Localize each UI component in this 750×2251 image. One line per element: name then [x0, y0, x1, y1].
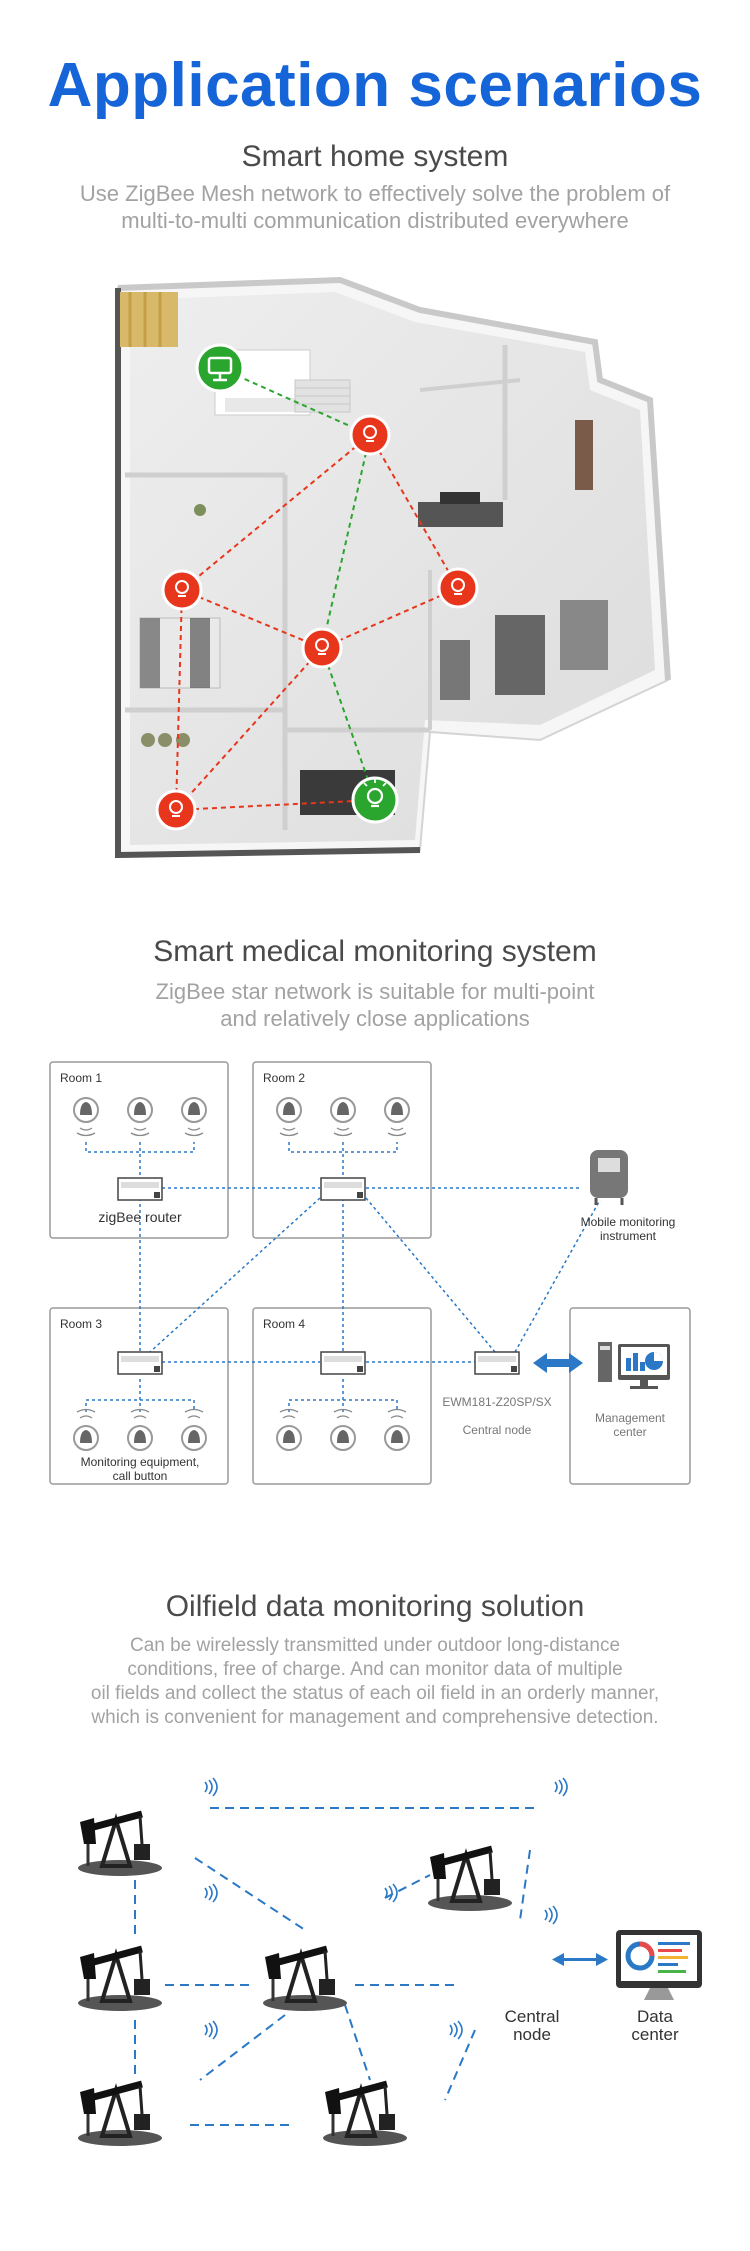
- room-box: [49, 1307, 229, 1485]
- mesh-node-light: [301, 627, 343, 669]
- smart-home-desc-line: multi-to-multi communication distributed…: [121, 208, 629, 233]
- medical-desc-line: and relatively close applications: [220, 1006, 530, 1031]
- smart-home-title: Smart home system: [241, 140, 509, 173]
- data-center-label-line: Data: [637, 2007, 673, 2026]
- oilfield-description: Can be wirelessly transmitted under outd…: [0, 1634, 750, 1730]
- star-links: [85, 1142, 601, 1412]
- bell-icon: [127, 1097, 153, 1137]
- medical-desc-line: ZigBee star network is suitable for mult…: [155, 979, 595, 1004]
- oilfield-desc-line: which is convenient for management and c…: [91, 1707, 659, 1728]
- wireless-signal-icon: [544, 1905, 558, 1925]
- bell-sensors: [73, 1097, 410, 1451]
- wireless-signal-icon: [204, 1883, 218, 1903]
- bell-icon: [276, 1097, 302, 1137]
- mesh-links: [175, 367, 459, 811]
- medical-title: Smart medical monitoring system: [153, 935, 597, 968]
- oilfield-desc-line: oil fields and collect the status of eac…: [90, 1683, 660, 1704]
- smart-home-description: Use ZigBee Mesh network to effectively s…: [0, 180, 750, 234]
- bell-icon: [384, 1408, 410, 1451]
- computer-icon: [598, 1342, 670, 1389]
- mesh-node-light: [161, 569, 203, 611]
- medical-network-diagram: Room 1 Room 2 Room 3 Room 4: [49, 1061, 691, 1485]
- lightbulb-icon: [363, 779, 387, 808]
- bell-icon: [73, 1408, 99, 1451]
- mesh-node-light: [437, 567, 479, 609]
- room-name: Room 3: [60, 1317, 102, 1331]
- router-module: [320, 1351, 366, 1375]
- central-node-label-line: Central: [505, 2007, 560, 2026]
- pumpjack-icon: [78, 2084, 162, 2146]
- central-node-label-line: node: [513, 2025, 551, 2044]
- pumpjack-icon: [78, 1949, 162, 2011]
- room-box: [252, 1061, 432, 1239]
- bell-icon: [181, 1097, 207, 1137]
- room-box: [252, 1307, 432, 1485]
- pumpjack-icon: [263, 1949, 347, 2011]
- mobile-label-line: instrument: [600, 1229, 657, 1243]
- page-title: Application scenarios: [47, 51, 703, 120]
- oilfield-desc-line: conditions, free of charge. And can moni…: [127, 1659, 623, 1680]
- oilfield-title: Oilfield data monitoring solution: [165, 1590, 585, 1623]
- router-module: [117, 1351, 163, 1375]
- pumpjack-icon: [323, 2084, 407, 2146]
- monitor-icon: [207, 356, 233, 382]
- data-center-monitor-icon: [616, 1930, 702, 2000]
- router-label: zigBee router: [98, 1209, 182, 1225]
- bell-icon: [73, 1097, 99, 1137]
- router-module: [320, 1177, 366, 1201]
- room-name: Room 1: [60, 1071, 102, 1085]
- bell-icon: [384, 1097, 410, 1137]
- mesh-node-light: [349, 414, 391, 456]
- pumpjack-icon: [78, 1814, 162, 1876]
- bell-icon: [127, 1408, 153, 1451]
- wireless-signal-icon: [204, 2020, 218, 2040]
- wireless-signal-icon: [204, 1777, 218, 1797]
- router-module: [117, 1177, 163, 1201]
- smart-home-floorplan: [115, 276, 671, 859]
- wireless-signal-icon: [384, 1883, 398, 1903]
- room-name: Room 4: [263, 1317, 305, 1331]
- equipment-label-line: call button: [113, 1469, 168, 1483]
- equipment-label-line: Monitoring equipment,: [81, 1455, 200, 1469]
- oilfield-desc-line: Can be wirelessly transmitted under outd…: [129, 1635, 621, 1656]
- medical-description: ZigBee star network is suitable for mult…: [0, 978, 750, 1032]
- pumpjack-icon: [428, 1849, 512, 1911]
- central-node-module: [474, 1351, 520, 1375]
- oilfield-links: [134, 1807, 540, 2126]
- double-arrow-icon: [533, 1353, 583, 1373]
- house-floor: [115, 276, 671, 859]
- wireless-signal-icon: [449, 2020, 463, 2040]
- bell-icon: [330, 1408, 356, 1451]
- room-box: [49, 1061, 229, 1239]
- management-center-box: [569, 1307, 691, 1485]
- bell-icon: [181, 1408, 207, 1451]
- wireless-signal-icon: [554, 1777, 568, 1797]
- central-node-model: EWM181-Z20SP/SX: [442, 1395, 551, 1409]
- management-label-line: Management: [595, 1411, 666, 1425]
- mobile-label-line: Mobile monitoring: [581, 1215, 676, 1229]
- smart-home-desc-line: Use ZigBee Mesh network to effectively s…: [79, 181, 671, 206]
- double-arrow-icon: [552, 1953, 608, 1966]
- mesh-node-end-device: [351, 776, 399, 824]
- room-name: Room 2: [263, 1071, 305, 1085]
- central-node-label: Central node: [463, 1423, 532, 1437]
- management-label-line: center: [613, 1425, 646, 1439]
- bell-icon: [330, 1097, 356, 1137]
- data-center-label-line: center: [631, 2025, 679, 2044]
- mobile-instrument-icon: [590, 1150, 628, 1205]
- mesh-node-monitor: [195, 343, 245, 393]
- oilfield-network-diagram: Central node Data center: [0, 1777, 702, 2160]
- mesh-node-light: [155, 789, 197, 831]
- bell-icon: [276, 1408, 302, 1451]
